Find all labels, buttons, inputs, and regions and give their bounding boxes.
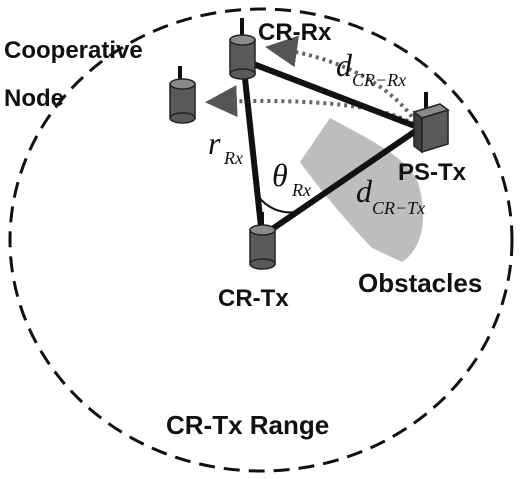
link-crtx-pstx: [260, 125, 422, 239]
label-d-cr-rx: d CR−Rx: [336, 47, 406, 90]
svg-text:r: r: [208, 125, 221, 161]
label-ps-tx: PS-Tx: [398, 159, 467, 186]
label-range: CR-Tx Range: [166, 410, 329, 440]
label-theta-rx: θ Rx: [272, 157, 311, 200]
label-obstacles: Obstacles: [358, 268, 482, 298]
svg-text:Rx: Rx: [291, 180, 311, 200]
label-cr-rx: CR-Rx: [258, 19, 332, 46]
angle-arc: [257, 195, 297, 214]
svg-text:CR−Rx: CR−Rx: [352, 70, 406, 90]
label-cooperative-line1: Cooperative: [4, 37, 143, 64]
label-cr-tx: CR-Tx: [218, 285, 289, 312]
ps-tx-node-icon: [412, 92, 450, 154]
label-d-cr-tx: d CR−Tx: [356, 173, 425, 218]
cr-rx-node-icon: [229, 18, 256, 80]
link-crrx-pstx: [241, 57, 422, 131]
svg-text:d: d: [336, 47, 353, 83]
interference-path-to-cr-rx: [265, 35, 422, 130]
link-crrx-crtx: [240, 59, 265, 237]
svg-text:Rx: Rx: [223, 148, 243, 168]
label-cooperative-line2: Node: [4, 85, 64, 112]
obstacle-shape: [300, 118, 424, 262]
svg-text:θ: θ: [272, 157, 288, 193]
svg-text:CR−Tx: CR−Tx: [372, 198, 425, 218]
cr-tx-node-icon: [249, 212, 276, 270]
svg-text:d: d: [356, 173, 373, 209]
label-r-rx: r Rx: [208, 125, 243, 168]
range-boundary: [8, 7, 514, 473]
cooperative-node-icon: [169, 66, 196, 124]
